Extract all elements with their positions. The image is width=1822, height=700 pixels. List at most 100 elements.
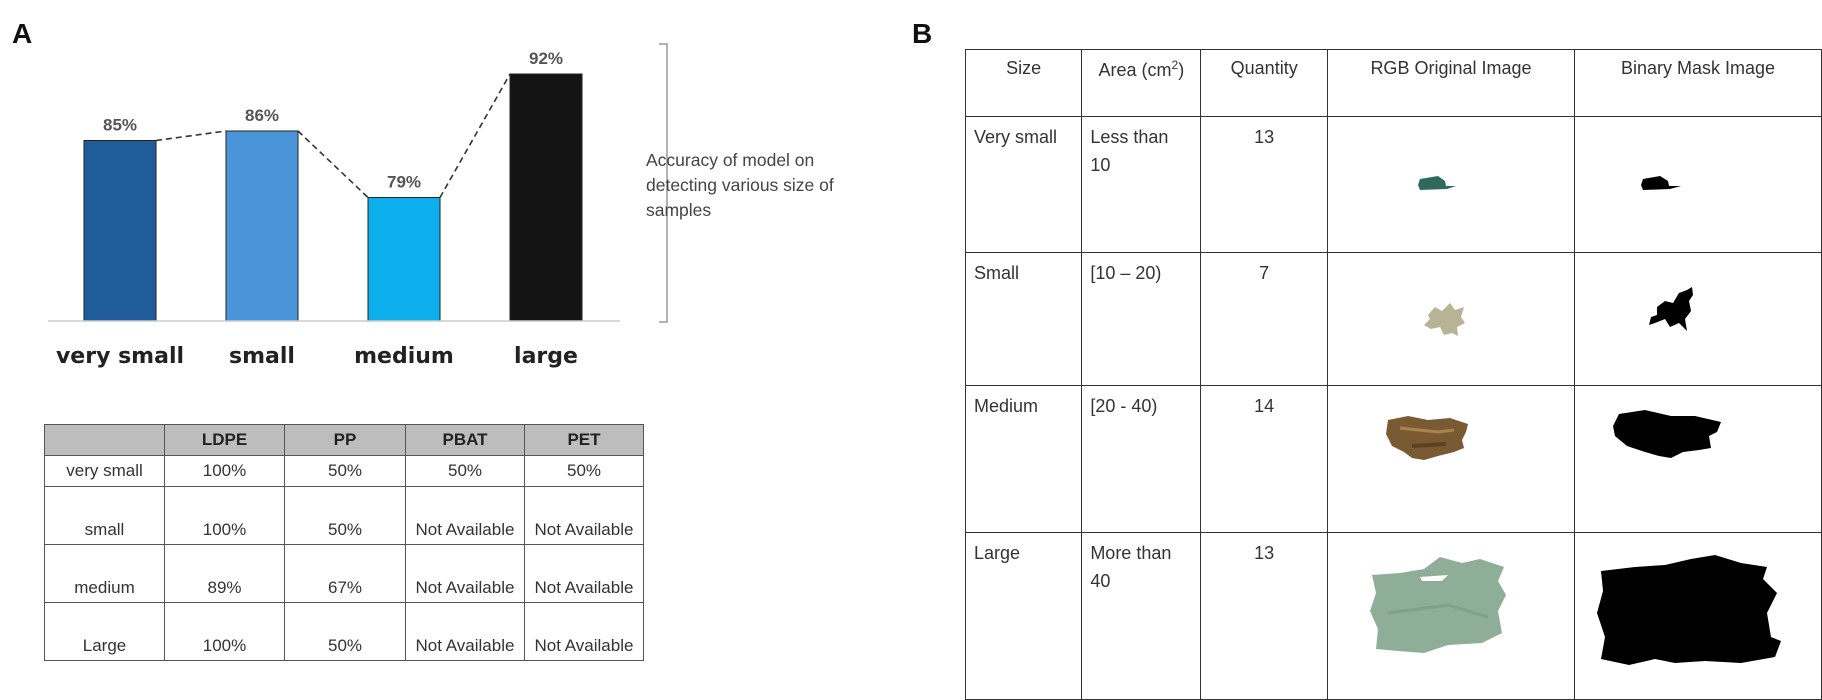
table-cell: Not Available (524, 544, 644, 603)
mask-sample-image (1648, 287, 1693, 331)
bar-very-small (83, 140, 157, 322)
table-row: small 100% 50% Not Available Not Availab… (44, 486, 644, 545)
header-cell (44, 424, 165, 456)
size-cell: Medium (964, 385, 1083, 533)
header-area: Area (cm2) (1081, 49, 1202, 117)
table-cell: 50% (284, 455, 406, 487)
mask-image-cell (1573, 385, 1822, 533)
rgb-image-cell (1326, 252, 1575, 386)
table-row: Large More than 40 13 (964, 532, 1822, 700)
table-row: Very small Less than 10 13 (964, 116, 1822, 253)
mask-sample-shape (1596, 555, 1781, 665)
category-label: small (229, 344, 295, 369)
material-accuracy-table: LDPE PP PBAT PET very small 100% 50% 50%… (44, 424, 644, 661)
area-cell: [10 – 20) (1081, 252, 1202, 386)
table-cell: 50% (405, 455, 525, 487)
quantity-cell: 13 (1200, 116, 1328, 253)
mask-image-cell (1573, 116, 1822, 253)
rgb-sample-image (1423, 303, 1465, 336)
trend-connector-line (297, 130, 369, 199)
rgb-texture-mark (1399, 426, 1455, 434)
category-label: large (514, 344, 578, 369)
chart-annotation: Accuracy of model on detecting various s… (646, 150, 834, 220)
table-cell: Not Available (524, 486, 644, 545)
rgb-image-cell (1326, 116, 1575, 253)
table-header-row: LDPE PP PBAT PET (44, 424, 644, 456)
header-rgb-image: RGB Original Image (1326, 49, 1575, 117)
mask-image-cell (1573, 532, 1822, 700)
table-cell: 50% (284, 486, 406, 545)
trend-connector-line (439, 73, 511, 198)
bar-small (225, 130, 299, 322)
table-header-row: Size Area (cm2) Quantity RGB Original Im… (964, 49, 1822, 117)
rgb-sample-image (1385, 416, 1468, 460)
table-cell: Not Available (405, 544, 525, 603)
size-cell: Small (964, 252, 1083, 386)
panel-label-a: A (12, 18, 33, 49)
table-row: Small [10 – 20) 7 (964, 252, 1822, 386)
table-row: medium 89% 67% Not Available Not Availab… (44, 544, 644, 603)
panel-label-b: B (912, 18, 933, 49)
table-cell: 50% (284, 602, 406, 661)
annotation-bracket (659, 43, 668, 323)
rgb-sample-shape (1385, 416, 1468, 460)
mask-sample-image (1640, 176, 1681, 190)
table-cell: Not Available (524, 602, 644, 661)
header-cell: PBAT (405, 424, 525, 456)
size-cell: Large (964, 532, 1083, 700)
size-samples-table: Size Area (cm2) Quantity RGB Original Im… (964, 49, 1822, 700)
quantity-cell: 7 (1200, 252, 1328, 386)
header-mask-image: Binary Mask Image (1573, 49, 1822, 117)
mask-sample-shape (1648, 287, 1693, 331)
table-cell: Large (44, 602, 165, 661)
area-cell: More than 40 (1081, 532, 1202, 700)
table-cell: 100% (164, 486, 285, 545)
rgb-image-cell (1326, 385, 1575, 533)
area-cell: [20 - 40) (1081, 385, 1202, 533)
table-cell: Not Available (405, 486, 525, 545)
bar-value-label: 92% (529, 49, 563, 68)
mask-sample-shape (1612, 410, 1721, 458)
mask-sample-image (1612, 410, 1721, 458)
rgb-sample-image (1369, 557, 1506, 653)
table-cell: very small (44, 455, 165, 487)
mask-sample-shape (1640, 176, 1681, 190)
rgb-tear-gap (1419, 575, 1448, 581)
header-cell: PP (284, 424, 406, 456)
rgb-image-cell (1326, 532, 1575, 700)
table-cell: medium (44, 544, 165, 603)
header-area-exponent: 2 (1171, 58, 1179, 72)
mask-image-cell (1573, 252, 1822, 386)
table-cell: small (44, 486, 165, 545)
bar-medium (367, 197, 441, 322)
rgb-texture-mark (1387, 603, 1489, 619)
table-cell: 89% (164, 544, 285, 603)
header-cell: PET (524, 424, 644, 456)
bar-large (509, 73, 583, 322)
header-area-text: Area (cm (1098, 60, 1172, 80)
table-cell: Not Available (405, 602, 525, 661)
header-quantity: Quantity (1200, 49, 1328, 117)
size-cell: Very small (964, 116, 1083, 253)
category-label: very small (56, 344, 184, 369)
area-cell: Less than 10 (1081, 116, 1202, 253)
trend-connector-line (155, 130, 227, 142)
header-cell: LDPE (164, 424, 285, 456)
mask-sample-image (1596, 555, 1781, 665)
table-cell: 67% (284, 544, 406, 603)
table-cell: 100% (164, 602, 285, 661)
bar-value-label: 85% (103, 116, 137, 135)
table-cell: 50% (524, 455, 644, 487)
table-row: very small 100% 50% 50% 50% (44, 455, 644, 487)
header-size: Size (964, 49, 1083, 117)
header-area-close: ) (1178, 60, 1185, 80)
table-row: Medium [20 - 40) 14 (964, 385, 1822, 533)
quantity-cell: 14 (1200, 385, 1328, 533)
rgb-sample-shape (1423, 303, 1465, 336)
rgb-sample-shape (1417, 176, 1456, 190)
table-cell: 100% (164, 455, 285, 487)
rgb-sample-image (1417, 176, 1456, 190)
table-row: Large 100% 50% Not Available Not Availab… (44, 602, 644, 661)
rgb-texture-mark (1411, 442, 1447, 448)
